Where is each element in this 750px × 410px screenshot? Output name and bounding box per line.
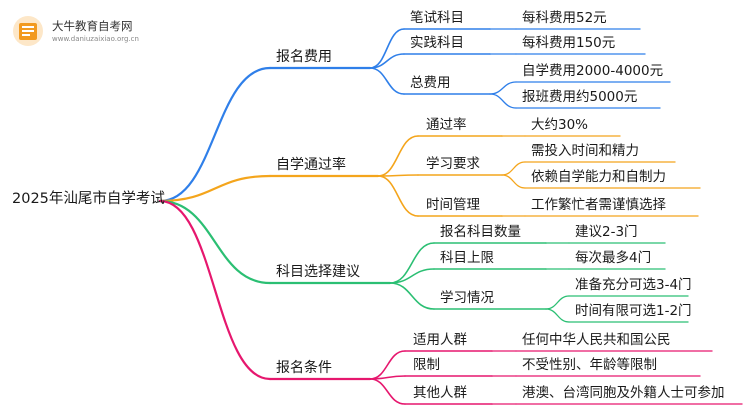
leaf-connector-2-2-2 <box>501 174 526 189</box>
leaf-1-1-1[interactable]: 每科费用52元 <box>522 10 607 26</box>
leaf-2-2-2[interactable]: 依赖自学能力和自制力 <box>531 169 666 185</box>
subtopic-2-1[interactable]: 通过率 <box>426 117 467 133</box>
subtopic-4-2[interactable]: 限制 <box>413 357 440 373</box>
branch-connector-2 <box>158 174 272 203</box>
logo-title: 大牛教育自考网 <box>52 19 133 33</box>
branch-4[interactable]: 报名条件 <box>276 360 332 376</box>
site-logo[interactable]: 大牛教育自考网 www.daniuzaixiao.org.cn <box>10 14 150 48</box>
subtopic-3-3[interactable]: 学习情况 <box>440 290 494 306</box>
leaf-3-2-1[interactable]: 每次最多4门 <box>575 250 652 266</box>
leaf-2-3-1[interactable]: 工作繁忙者需谨慎选择 <box>531 197 666 213</box>
leaf-3-3-1[interactable]: 准备充分可选3-4门 <box>575 277 692 293</box>
subtopic-connector-3-2 <box>389 268 435 284</box>
leaf-3-1-1[interactable]: 建议2-3门 <box>575 224 638 240</box>
subtopic-connector-1-1 <box>369 28 405 69</box>
subtopic-3-1[interactable]: 报名科目数量 <box>440 224 521 240</box>
book-icon <box>13 16 43 46</box>
leaf-connector-1-3-1 <box>489 81 517 95</box>
leaf-3-3-2[interactable]: 时间有限可选1-2门 <box>575 303 692 319</box>
leaf-4-2-1[interactable]: 不受性别、年龄等限制 <box>522 357 657 373</box>
leaf-connector-1-3-2 <box>489 93 517 109</box>
leaf-1-3-1[interactable]: 自学费用2000-4000元 <box>522 63 664 79</box>
branch-connector-1 <box>158 66 272 203</box>
leaf-1-2-1[interactable]: 每科费用150元 <box>522 35 616 51</box>
subtopic-connector-4-1 <box>369 350 406 380</box>
subtopic-connector-1-3 <box>369 67 405 95</box>
branch-3[interactable]: 科目选择建议 <box>276 264 360 280</box>
subtopic-2-3[interactable]: 时间管理 <box>426 197 480 213</box>
subtopic-connector-3-1 <box>389 242 435 284</box>
branch-2[interactable]: 自学通过率 <box>276 157 346 173</box>
subtopic-4-1[interactable]: 适用人群 <box>413 332 467 348</box>
subtopic-connector-2-3 <box>377 175 419 217</box>
leaf-2-1-1[interactable]: 大约30% <box>531 117 589 133</box>
logo-url: www.daniuzaixiao.org.cn <box>52 35 139 43</box>
subtopic-1-2[interactable]: 实践科目 <box>410 35 464 51</box>
subtopic-3-2[interactable]: 科目上限 <box>440 250 494 266</box>
subtopic-2-2[interactable]: 学习要求 <box>426 156 480 172</box>
leaf-1-3-2[interactable]: 报班费用约5000元 <box>522 89 638 105</box>
leaf-4-1-1[interactable]: 任何中华人民共和国公民 <box>522 332 671 348</box>
branch-connector-3 <box>158 199 272 285</box>
branch-connector-4 <box>158 199 272 381</box>
subtopic-1-1[interactable]: 笔试科目 <box>410 10 464 26</box>
leaf-connector-3-3-2 <box>545 308 570 323</box>
leaf-connector-2-2-1 <box>501 161 526 176</box>
leaf-4-3-1[interactable]: 港澳、台湾同胞及外籍人士可参加 <box>522 385 725 401</box>
leaf-2-2-1[interactable]: 需投入时间和精力 <box>531 143 639 159</box>
subtopic-connector-2-1 <box>377 135 419 177</box>
subtopic-4-3[interactable]: 其他人群 <box>413 385 467 401</box>
root-topic[interactable]: 2025年汕尾市自学考试 <box>12 191 165 207</box>
branch-1[interactable]: 报名费用 <box>276 49 332 65</box>
subtopic-connector-1-2 <box>369 53 405 69</box>
leaf-connector-3-3-1 <box>545 295 570 310</box>
subtopic-connector-3-3 <box>389 282 435 310</box>
subtopic-connector-4-3 <box>369 378 406 405</box>
subtopic-1-3[interactable]: 总费用 <box>410 75 451 91</box>
